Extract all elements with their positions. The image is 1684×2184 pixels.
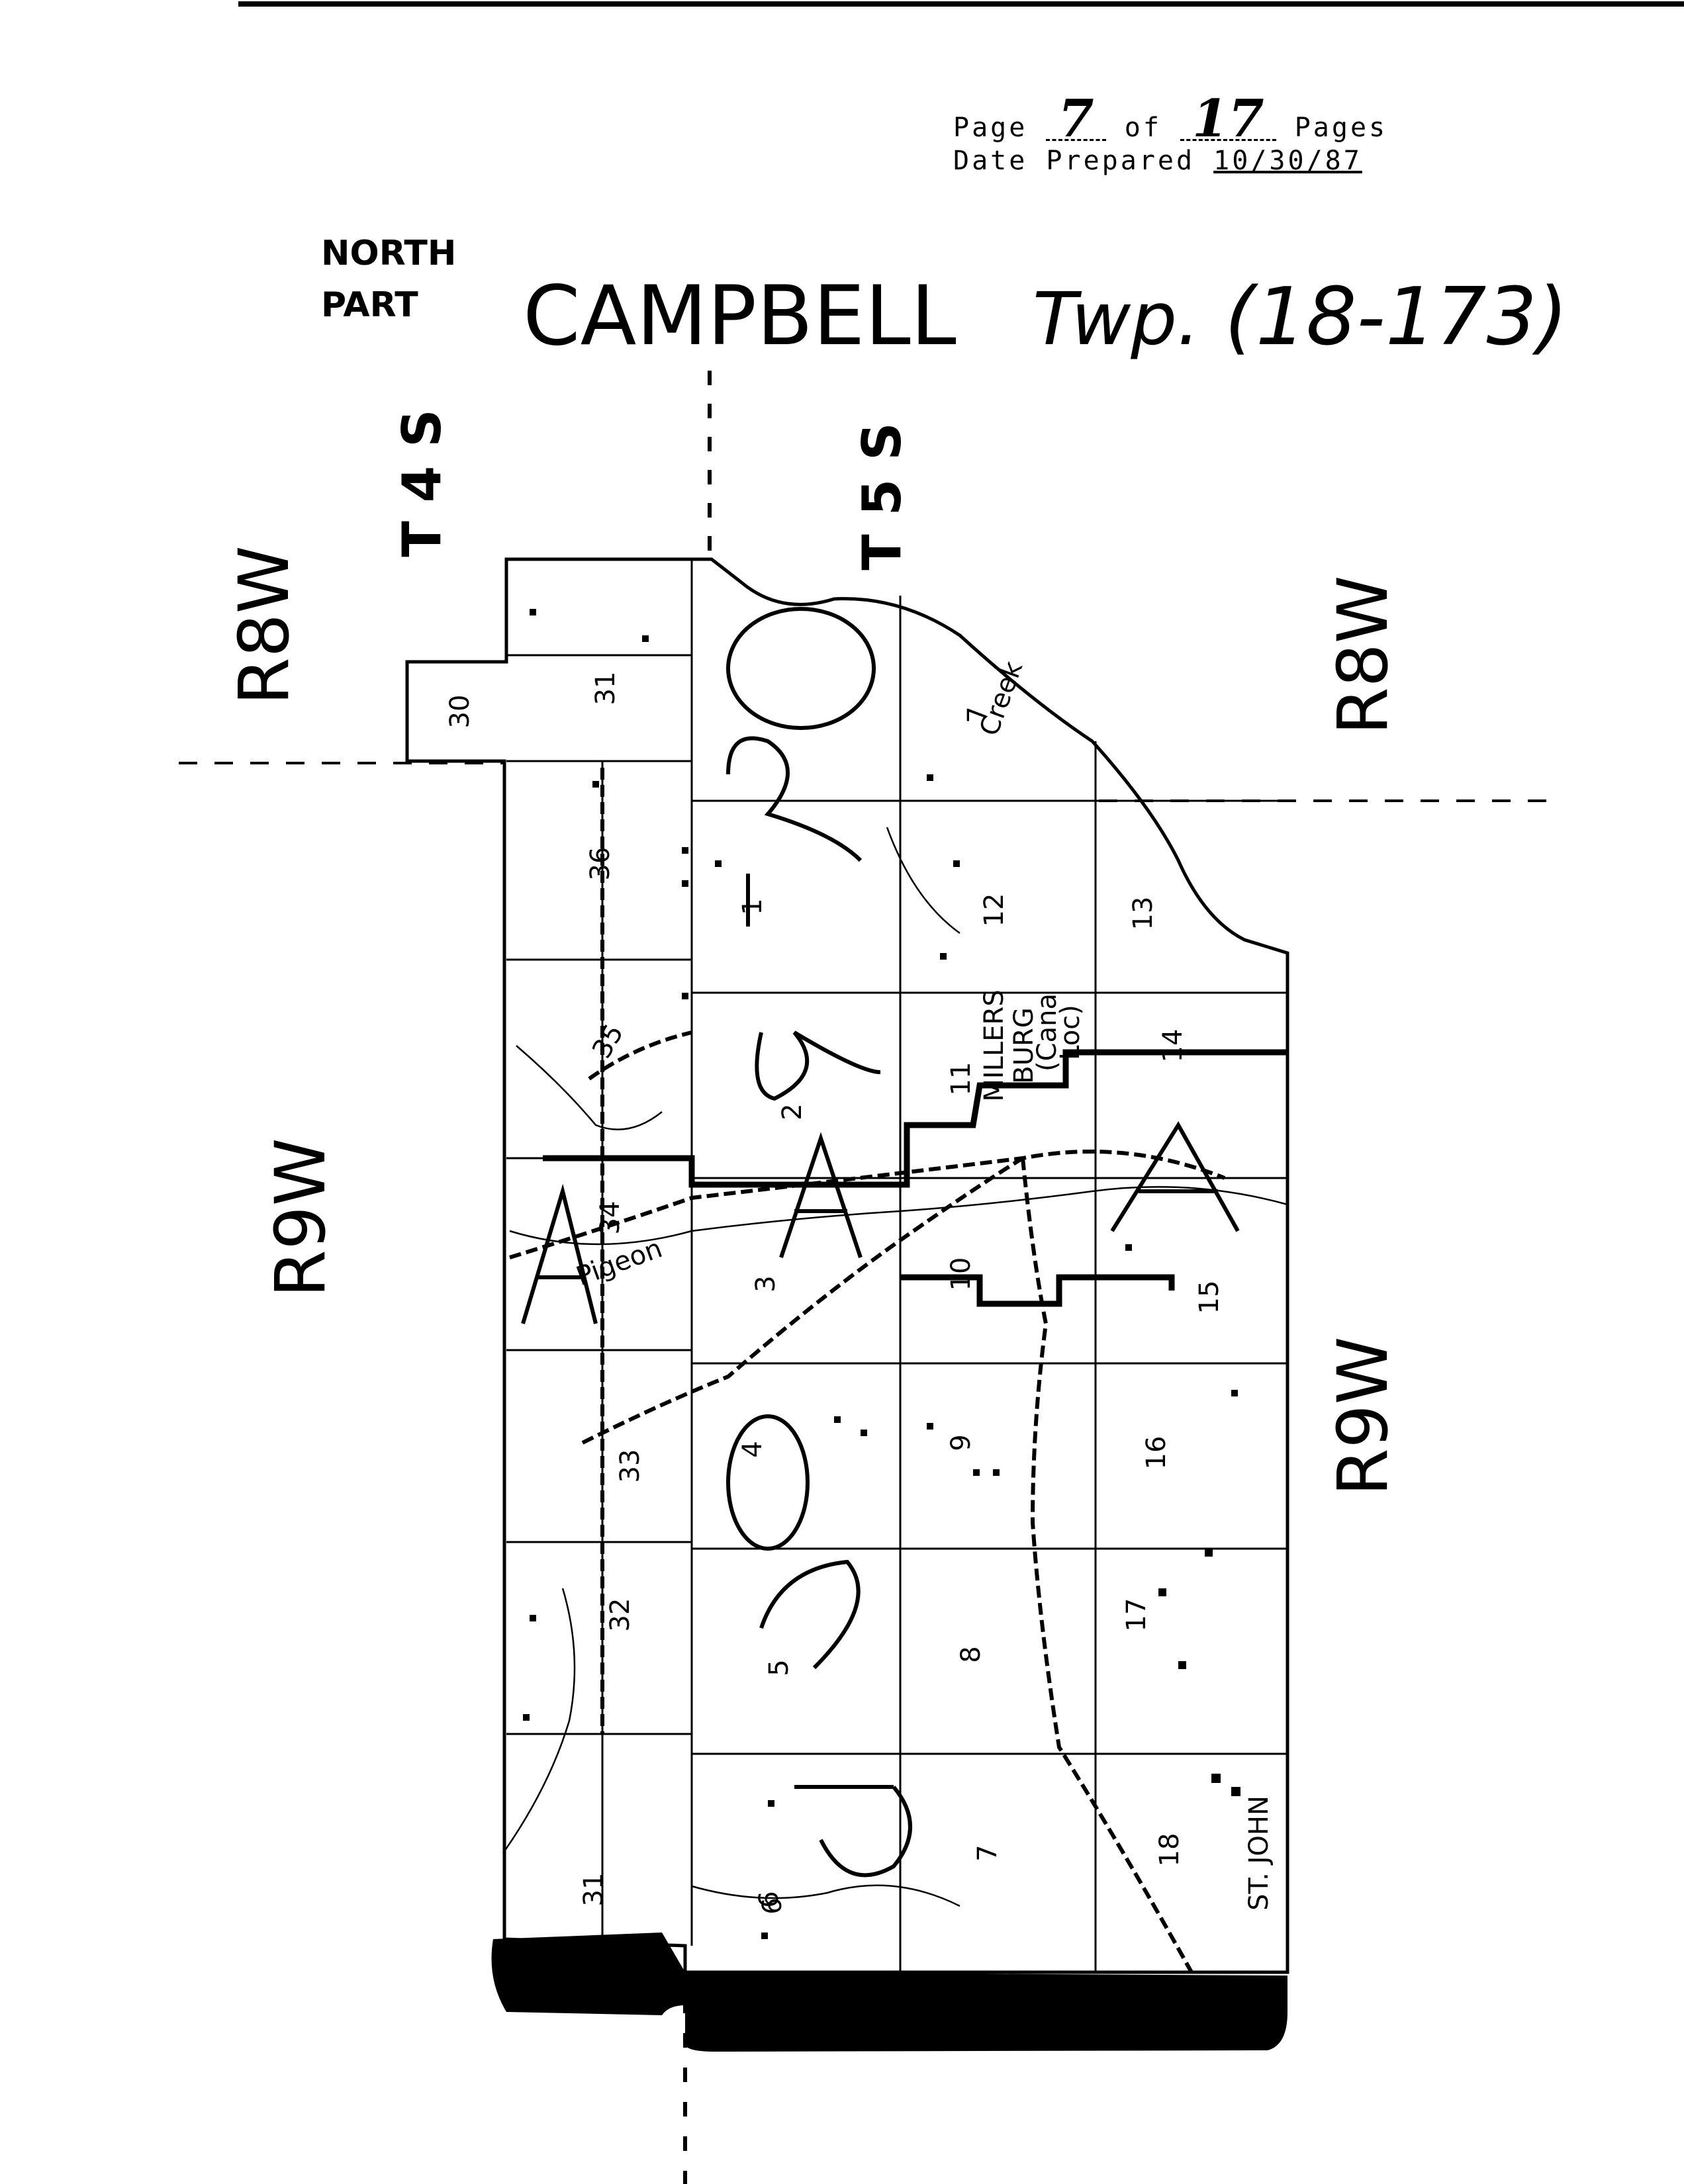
page-number: 7 bbox=[1046, 93, 1106, 145]
place-st-john: ST. JOHN bbox=[1244, 1796, 1274, 1911]
range-label-top-left: R8W bbox=[224, 545, 304, 705]
section-number: 13 bbox=[1128, 897, 1158, 931]
section-number: 16 bbox=[1141, 1436, 1172, 1470]
boundary-path bbox=[543, 1049, 1287, 1188]
section-number: 3 bbox=[751, 1275, 781, 1292]
page-label: Page bbox=[953, 113, 1028, 143]
place-pigeon: Pigeon bbox=[573, 1233, 667, 1292]
place-cana: (Cana bbox=[1032, 993, 1062, 1071]
title-part: PART bbox=[321, 285, 418, 325]
township-label-left: T 4 S bbox=[391, 409, 453, 557]
of-label: of bbox=[1124, 113, 1162, 143]
range-label-bottom-left: R9W bbox=[260, 1138, 341, 1297]
section-number: 14 bbox=[1158, 1029, 1188, 1063]
section-number: 11 bbox=[946, 1062, 976, 1096]
section-number: 17 bbox=[1121, 1598, 1152, 1632]
date-value: 10/30/87 bbox=[1213, 146, 1362, 176]
boundary-path-2 bbox=[900, 1274, 1175, 1307]
page-total: 17 bbox=[1180, 93, 1276, 145]
section-number: 34 bbox=[595, 1201, 626, 1235]
township-label-right: T 5 S bbox=[851, 422, 913, 570]
section-number: 31 bbox=[579, 1873, 609, 1907]
section-number: 2 bbox=[777, 1103, 808, 1120]
section-number: 33 bbox=[615, 1449, 645, 1483]
roads bbox=[509, 768, 1226, 1974]
pages-label: Pages bbox=[1294, 113, 1388, 143]
section-number: 6 bbox=[754, 1891, 784, 1907]
township-outline bbox=[405, 557, 1289, 1974]
place-burg: BURG bbox=[1009, 1007, 1039, 1084]
section-number: 10 bbox=[946, 1257, 976, 1291]
section-number: 5 bbox=[764, 1659, 794, 1676]
range-label-top-right: R8W bbox=[1323, 575, 1403, 735]
title-north: NORTH bbox=[321, 234, 456, 273]
route-markup bbox=[521, 607, 1240, 1878]
bottom-redaction bbox=[491, 1933, 1287, 2052]
section-numbers: 30 31 36 35 34 33 32 31 6 7 1 2 3 4 5 6 … bbox=[445, 672, 1225, 1915]
title-twp: Twp. bbox=[1033, 277, 1200, 361]
section-number: 30 bbox=[445, 695, 475, 729]
section-grid bbox=[506, 559, 1287, 1972]
section-number: 7 bbox=[962, 706, 993, 723]
section-number: 1 bbox=[737, 898, 768, 915]
page-header: Page 7 of 17 Pages Date Prepared 10/30/8… bbox=[953, 93, 1388, 177]
place-millers: MILLERS bbox=[979, 989, 1009, 1101]
section-number: 15 bbox=[1194, 1281, 1225, 1314]
date-line: Date Prepared 10/30/87 bbox=[953, 144, 1387, 177]
place-creek: Creek bbox=[974, 657, 1029, 739]
section-number: 4 bbox=[737, 1441, 768, 1457]
rivers bbox=[502, 827, 1288, 1907]
section-number: 18 bbox=[1154, 1833, 1185, 1867]
place-loc: Loc) bbox=[1055, 1005, 1086, 1060]
section-number: 7 bbox=[972, 1844, 1003, 1861]
date-label: Date Prepared bbox=[953, 146, 1195, 176]
house-dots bbox=[523, 609, 1240, 1939]
section-number: 9 bbox=[946, 1434, 976, 1451]
section-number: 8 bbox=[956, 1646, 986, 1662]
section-number: 31 bbox=[590, 672, 621, 705]
title-main: CAMPBELL bbox=[523, 269, 957, 364]
title-code: (18-173) bbox=[1225, 271, 1568, 363]
section-number: 36 bbox=[585, 847, 616, 881]
section-number: 6 bbox=[757, 1897, 788, 1914]
page-count-line: Page 7 of 17 Pages bbox=[953, 93, 1388, 145]
section-number: 12 bbox=[979, 893, 1009, 927]
range-label-bottom-right: R9W bbox=[1323, 1336, 1403, 1496]
section-number: 32 bbox=[605, 1598, 635, 1632]
